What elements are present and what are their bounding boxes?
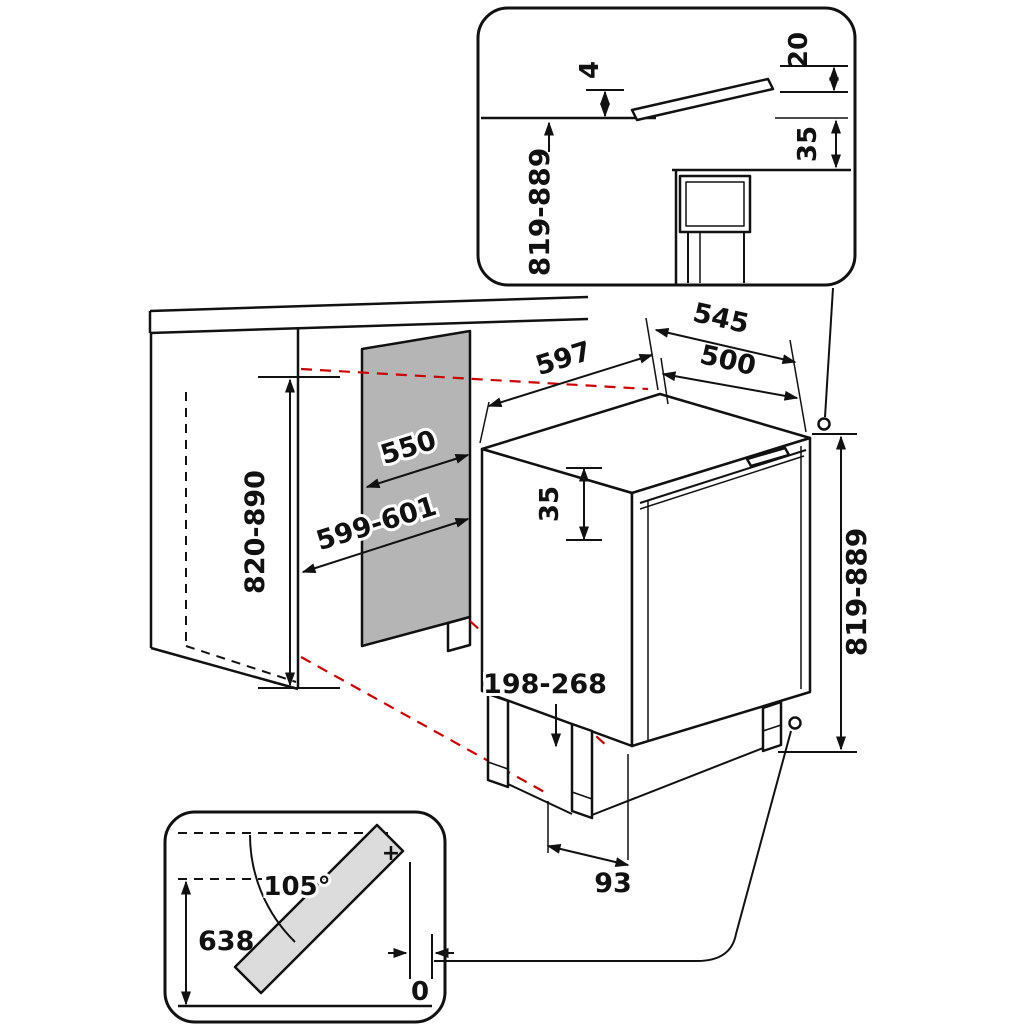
- dim-line: [546, 844, 630, 867]
- connector-door-inset: [434, 730, 792, 962]
- dim-label-4: 4: [575, 61, 605, 79]
- hidden-edge-bottom: [185, 645, 297, 683]
- dim-plinth-recess-height: 198-268: [480, 666, 610, 748]
- dim-door-top-clearance: 35: [535, 467, 602, 541]
- extension-line: [789, 339, 807, 433]
- niche-side-panel: [360, 329, 472, 653]
- dim-label-819-889: 819-889: [840, 528, 873, 657]
- dim-label-500: 500: [697, 339, 759, 382]
- worktop-front-top-edge: [149, 295, 589, 313]
- inset-connectors: [434, 287, 834, 962]
- hinge-mark: +: [382, 841, 400, 866]
- worktop-front-bottom-edge: [149, 317, 589, 335]
- door-top-inner-edge: [639, 455, 805, 510]
- dim-depth-without-door: 500: [660, 339, 799, 405]
- foot-left-plate: [487, 761, 509, 770]
- appliance: [480, 392, 812, 820]
- dim-plinth-recess-depth: 93: [546, 754, 632, 899]
- label-backing: [408, 979, 433, 1004]
- dim-niche-height: 820-890: [237, 376, 340, 689]
- dim-line: [654, 327, 797, 365]
- appliance-door-face: [630, 436, 812, 748]
- dim-label-105: 105°: [263, 872, 330, 902]
- dim-appliance-height: 819-889: [778, 417, 873, 753]
- dim-line: [487, 353, 654, 408]
- connector-top-inset: [824, 287, 834, 418]
- extension-line: [479, 401, 490, 444]
- door-handle: [745, 446, 791, 468]
- kitchen-cabinet: [148, 295, 589, 691]
- dim-label-638: 638: [198, 926, 254, 957]
- dim-label-35: 35: [535, 486, 565, 522]
- inset-border: [163, 810, 447, 1024]
- door-swing-inset: + 105° 638 0: [163, 810, 454, 1024]
- dim-label-820-890: 820-890: [240, 470, 271, 594]
- foot-right-plate: [762, 724, 782, 732]
- hinge-cover-outer: [678, 174, 752, 234]
- dim-label-198-268: 198-268: [483, 669, 607, 700]
- reference-point-bottom: [788, 716, 802, 730]
- hinge-cover-inner: [685, 181, 745, 227]
- adjustable-foot-right: [761, 700, 783, 753]
- foot-front-plate: [571, 791, 593, 800]
- extension-line: [645, 317, 659, 391]
- side-panel-foot-block: [446, 615, 472, 653]
- dim-label-35-top: 35: [793, 126, 823, 162]
- reference-point-top: [817, 417, 831, 431]
- dim-label-545: 545: [690, 297, 752, 340]
- cabinet-bottom-edge: [150, 646, 299, 691]
- top-detail-inset: 4 20 35 819-889: [476, 6, 857, 287]
- dim-line: [301, 518, 470, 573]
- swing-arc: [249, 834, 296, 943]
- dim-line: [661, 371, 799, 401]
- plinth-bottom-left-edge: [507, 783, 573, 815]
- dim-label-93: 93: [594, 868, 632, 899]
- door-top-slab: [630, 77, 775, 122]
- adjustable-foot-front: [570, 722, 594, 820]
- plinth-bottom-right-edge: [591, 747, 764, 816]
- open-door-leaf: [233, 823, 405, 995]
- dim-label-20: 20: [784, 32, 814, 68]
- dim-label-0: 0: [411, 977, 429, 1007]
- dim-label-819-889-top: 819-889: [523, 148, 556, 277]
- adjustable-foot-left: [486, 692, 510, 789]
- dim-line: [365, 454, 470, 488]
- inset-border: [476, 6, 857, 287]
